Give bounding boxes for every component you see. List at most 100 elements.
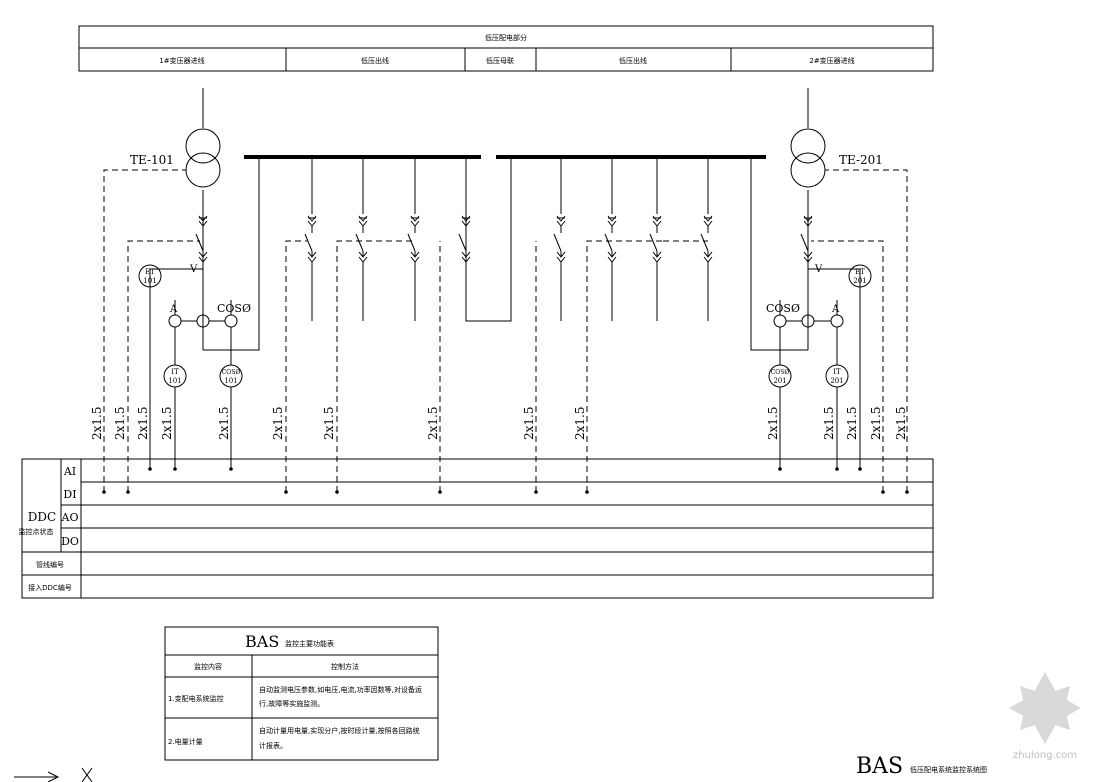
di-dot-4 (438, 490, 442, 494)
switch-blade (800, 233, 809, 252)
ai-dot-3 (778, 467, 782, 471)
header-section-1: 1#变压器进线 (159, 56, 204, 65)
disconnect-mark (461, 251, 471, 258)
cable-label-1: 2x1.5 (113, 407, 127, 441)
et-right-line1: ET (855, 268, 865, 276)
ddc-title: DDC (28, 510, 56, 524)
header-section-4: 低压出线 (619, 56, 647, 65)
v-right-label: V (814, 264, 823, 275)
header-section-2: 低压出线 (361, 56, 389, 65)
function-row1-method-2: 行,故障等实施监测。 (259, 699, 324, 708)
cable-label-4: 2x1.5 (217, 407, 231, 441)
cable-label-group: 2x1.5 2x1.5 2x1.5 2x1.5 2x1.5 2x1.5 2x1.5 2x1.5… (90, 407, 908, 441)
feeder-left-0 (304, 157, 317, 321)
cable-label-14: 2x1.5 (894, 407, 908, 441)
di-dot-6 (585, 490, 589, 494)
cable-label-10: 2x1.5 (766, 407, 780, 441)
di-dot-7 (881, 490, 885, 494)
watermark-text: zhulong.com (1013, 750, 1077, 761)
it-left-line1: IT (171, 368, 179, 376)
header-table (78, 25, 934, 72)
cable-label-7: 2x1.5 (426, 407, 440, 441)
cable-label-13: 2x1.5 (869, 407, 883, 441)
disconnect-mark (198, 251, 208, 258)
ddc-row-cable-no: 管线编号 (36, 560, 64, 569)
cable-label-8: 2x1.5 (522, 407, 536, 441)
et-right-line2: 201 (853, 277, 866, 285)
feeder-left-1 (355, 157, 368, 321)
switch-blade (304, 233, 313, 252)
ddc-row-ao: AO (61, 511, 79, 524)
dashed-control-lines (103, 169, 908, 492)
switch-blade (649, 233, 658, 252)
header-section-5: 2#变压器进线 (809, 56, 854, 65)
watermark-logo (1009, 672, 1081, 744)
ddc-subtitle: 监控点状态 (19, 527, 54, 536)
it-right-line1: IT (833, 368, 841, 376)
et-101-instrument (138, 264, 162, 288)
ai-dot-4 (835, 467, 839, 471)
function-table-subtitle: 监控主要功能表 (285, 639, 334, 648)
v-left-label: V (189, 264, 198, 275)
disconnect-mark (607, 251, 617, 258)
transformer-right (790, 128, 826, 188)
feeder-left-2 (407, 157, 420, 321)
cos-201-instrument (768, 364, 792, 388)
cable-label-2: 2x1.5 (136, 407, 150, 441)
cos-left-line1: COSØ (222, 369, 241, 376)
incoming-lines (202, 88, 809, 350)
disconnect-mark (652, 251, 662, 258)
it-201-instrument (825, 364, 849, 388)
switch-blade (458, 233, 467, 252)
ddc-row-do: DO (61, 535, 79, 548)
footer-title-sub: 低压配电系统监控系统图 (910, 765, 987, 774)
header-top-title: 低压配电部分 (485, 33, 527, 42)
switch-blade (195, 233, 204, 252)
switch-blade (407, 233, 416, 252)
te-left-label: TE-101 (130, 153, 174, 167)
switch-blade (700, 233, 709, 252)
cos-101-instrument (219, 364, 243, 388)
feeder-right-0 (553, 157, 566, 321)
bus-links (203, 157, 808, 351)
ai-dot-5 (858, 467, 862, 471)
ai-dot-2 (229, 467, 233, 471)
meter-circuit-right (773, 268, 861, 469)
cos-right-text: COSØ (766, 302, 800, 315)
et-left-line1: ET (145, 268, 155, 276)
disconnect-mark (703, 251, 713, 258)
cable-label-11: 2x1.5 (822, 407, 836, 441)
feeder-right-1 (604, 157, 617, 321)
feeder-incomer-right (800, 190, 813, 350)
disconnect-mark (803, 251, 813, 258)
di-dot-5 (534, 490, 538, 494)
cos-left-text: COSØ (217, 302, 251, 315)
switch-blade (553, 233, 562, 252)
cos-right-line1: COSØ (771, 369, 790, 376)
it-left-line2: 101 (168, 377, 181, 385)
function-row2-method-2: 计报表。 (259, 741, 287, 750)
it-right-line2: 201 (830, 377, 843, 385)
ddc-row-di: DI (63, 488, 76, 501)
cable-label-5: 2x1.5 (271, 407, 285, 441)
function-row2-item: 2.电量计量 (168, 737, 203, 746)
di-dot-0 (102, 490, 106, 494)
a-right-label: A (831, 304, 840, 315)
disconnect-mark (410, 251, 420, 258)
disconnect-mark (307, 251, 317, 258)
cos-right-line2: 201 (773, 377, 786, 385)
function-row2-method-1: 自动计量用电量,实现分户,按时段计量,按照各回路统 (259, 726, 420, 735)
disconnect-mark (358, 251, 368, 258)
corner-marks (14, 767, 93, 782)
cable-label-9: 2x1.5 (573, 407, 587, 441)
ai-dot-0 (148, 467, 152, 471)
ddc-row-ai: AI (63, 465, 76, 478)
ddc-row-ddc-no: 接入DDC编号 (28, 583, 72, 592)
feeder-right-3 (700, 157, 713, 321)
di-dot-8 (905, 490, 909, 494)
function-row1-method-1: 自动监测电压参数,如电压,电流,功率因数等,对设备运 (259, 685, 422, 694)
cos-left-line2: 101 (224, 377, 237, 385)
function-header-item: 监控内容 (194, 662, 222, 671)
et-201-instrument (848, 264, 872, 288)
